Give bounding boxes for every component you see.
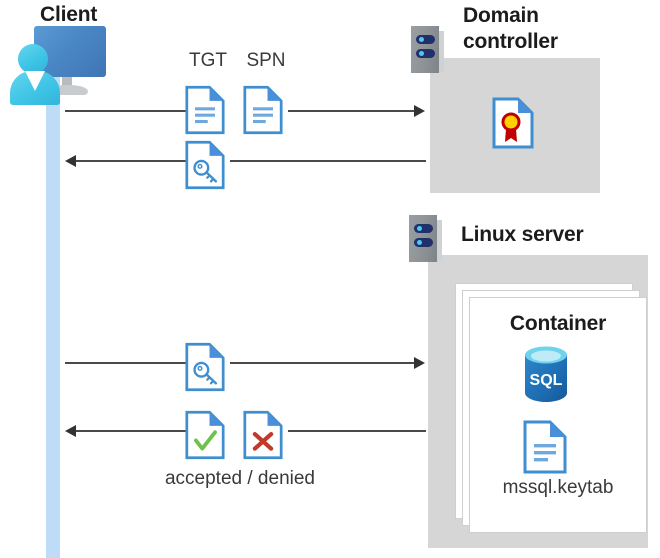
rack-led-top	[414, 224, 433, 233]
flow-4-line-right	[288, 430, 426, 432]
page-title-client: Client	[40, 3, 98, 26]
flow-1-line-right	[288, 110, 414, 112]
container-card-front[interactable]	[469, 297, 647, 533]
flow-4-line-left	[76, 430, 186, 432]
container-title: Container	[509, 312, 607, 335]
flow-3-line-left	[65, 362, 186, 364]
rack-led-bottom	[416, 49, 435, 58]
flow-2-line-left	[76, 160, 186, 162]
user-head-icon	[18, 44, 48, 74]
svg-text:SQL: SQL	[530, 372, 563, 389]
ticket-key-document-icon-upper	[185, 140, 225, 190]
accepted-document-icon	[185, 410, 225, 460]
monitor-base-icon	[48, 85, 88, 95]
rack-led-bottom	[414, 238, 433, 247]
page-title-domain-controller: Domain controller	[463, 3, 623, 55]
denied-document-icon	[243, 410, 283, 460]
tgt-label: TGT	[189, 50, 227, 71]
domain-controller-title-line1: Domain	[463, 4, 539, 27]
flow-1-arrowhead	[414, 105, 425, 117]
monitor-neck-icon	[62, 77, 72, 89]
accepted-denied-label: accepted / denied	[164, 468, 315, 489]
sql-database-icon: SQL	[521, 345, 571, 403]
flow-4-arrowhead	[65, 425, 76, 437]
flow-3-arrowhead	[414, 357, 425, 369]
rack-led-top	[416, 35, 435, 44]
spn-document-icon	[243, 85, 283, 135]
page-title-linux-server: Linux server	[461, 223, 584, 246]
server-rack-icon	[411, 26, 439, 73]
client-lifeline	[46, 72, 60, 558]
domain-controller-rack-icon	[411, 26, 449, 78]
certificate-document-icon	[492, 97, 534, 149]
linux-server-rack-icon	[409, 215, 447, 267]
flow-2-arrowhead	[65, 155, 76, 167]
keytab-filename-label: mssql.keytab	[502, 477, 614, 498]
domain-controller-title-line2: controller	[463, 30, 558, 53]
server-rack-icon	[409, 215, 437, 262]
flow-3-line-right	[230, 362, 414, 364]
keytab-document-icon	[523, 420, 567, 474]
flow-1-line-left	[65, 110, 186, 112]
flow-2-line-right	[230, 160, 426, 162]
user-collar-icon	[25, 71, 45, 91]
rack-shadow	[435, 220, 442, 261]
rack-shadow	[437, 31, 444, 72]
client-icon	[10, 26, 106, 105]
spn-label: SPN	[246, 50, 286, 71]
ticket-key-document-icon-lower	[185, 342, 225, 392]
tgt-document-icon	[185, 85, 225, 135]
